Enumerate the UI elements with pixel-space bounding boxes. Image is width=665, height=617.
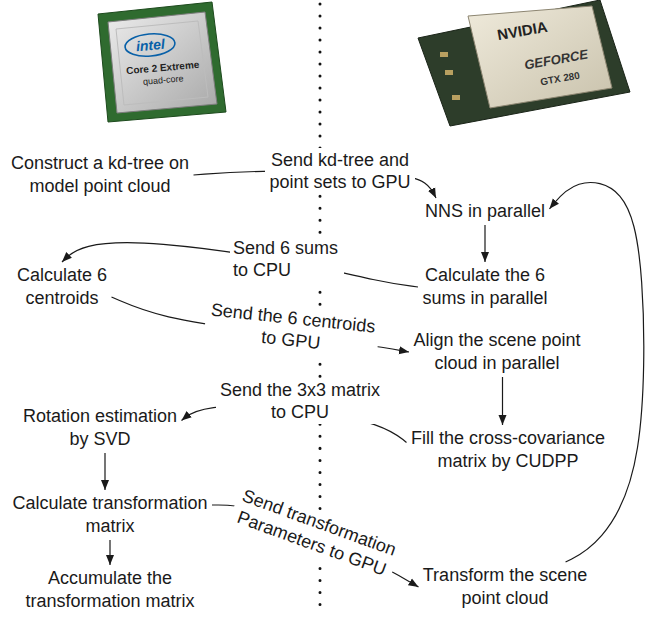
- flow-arrow: [550, 183, 644, 562]
- transfer-label: Send the 6 centroids to GPU: [203, 297, 381, 361]
- chip-marking: GTX 280: [539, 69, 580, 87]
- transfer-label: Send the 3x3 matrix to CPU: [216, 378, 385, 424]
- step-text: Transform the scene point cloud: [422, 564, 589, 610]
- process-step: Calculate the 6 sums in parallel: [418, 262, 552, 312]
- chip-marking: quad-core: [142, 74, 183, 87]
- process-step: Calculate 6 centroids: [13, 262, 112, 312]
- step-text: Align the scene point cloud in parallel: [412, 329, 582, 375]
- flow-arrow: [502, 377, 503, 425]
- flow-arrow: [109, 540, 110, 565]
- gpu-capacitor: [440, 52, 448, 57]
- chip-marking: Core 2 Extreme: [125, 58, 199, 75]
- transfer-label: Send kd-tree and point sets to GPU: [265, 148, 415, 194]
- process-step: Transform the scene point cloud: [419, 562, 592, 612]
- chip-marking: NVIDIA: [495, 18, 548, 43]
- flow-arrow: [104, 453, 105, 490]
- gpu-capacitor: [445, 70, 453, 75]
- gpu-heat-spreader: [468, 6, 612, 108]
- process-step: NNS in parallel: [421, 198, 550, 225]
- step-text: Calculate transformation matrix: [11, 492, 209, 538]
- transfer-label: Send transformation Parameters to GPU: [227, 482, 403, 584]
- gpu-board: [418, 0, 630, 126]
- step-text: Calculate the 6 sums in parallel: [421, 264, 549, 310]
- step-text: NNS in parallel: [424, 200, 547, 223]
- flow-arrow: [484, 225, 485, 262]
- process-step: Align the scene point cloud in parallel: [409, 327, 585, 377]
- chip-marking: intel: [135, 36, 165, 54]
- step-text: Construct a kd-tree on model point cloud: [10, 152, 191, 198]
- transfer-label: Send 6 sums to CPU: [230, 236, 344, 282]
- process-step: Calculate transformation matrix: [8, 490, 212, 540]
- cpu-board: [98, 2, 226, 122]
- process-step: Fill the cross-covariance matrix by CUDP…: [407, 425, 610, 475]
- step-text: Rotation estimation by SVD: [22, 405, 179, 451]
- process-step: Construct a kd-tree on model point cloud: [7, 150, 194, 200]
- step-text: Calculate 6 centroids: [16, 264, 109, 310]
- process-step: Accumulate the transformation matrix: [21, 565, 199, 615]
- cpu-spreader-ridge: [116, 21, 208, 105]
- gpu-capacitor: [452, 95, 460, 100]
- step-text: Fill the cross-covariance matrix by CUDP…: [410, 427, 607, 473]
- process-step: Rotation estimation by SVD: [19, 403, 182, 453]
- cpu-heat-spreader: [108, 12, 217, 113]
- chip-marking: GEFORCE: [523, 48, 589, 73]
- step-text: Accumulate the transformation matrix: [24, 567, 196, 613]
- intel-logo-swoosh: [124, 32, 176, 58]
